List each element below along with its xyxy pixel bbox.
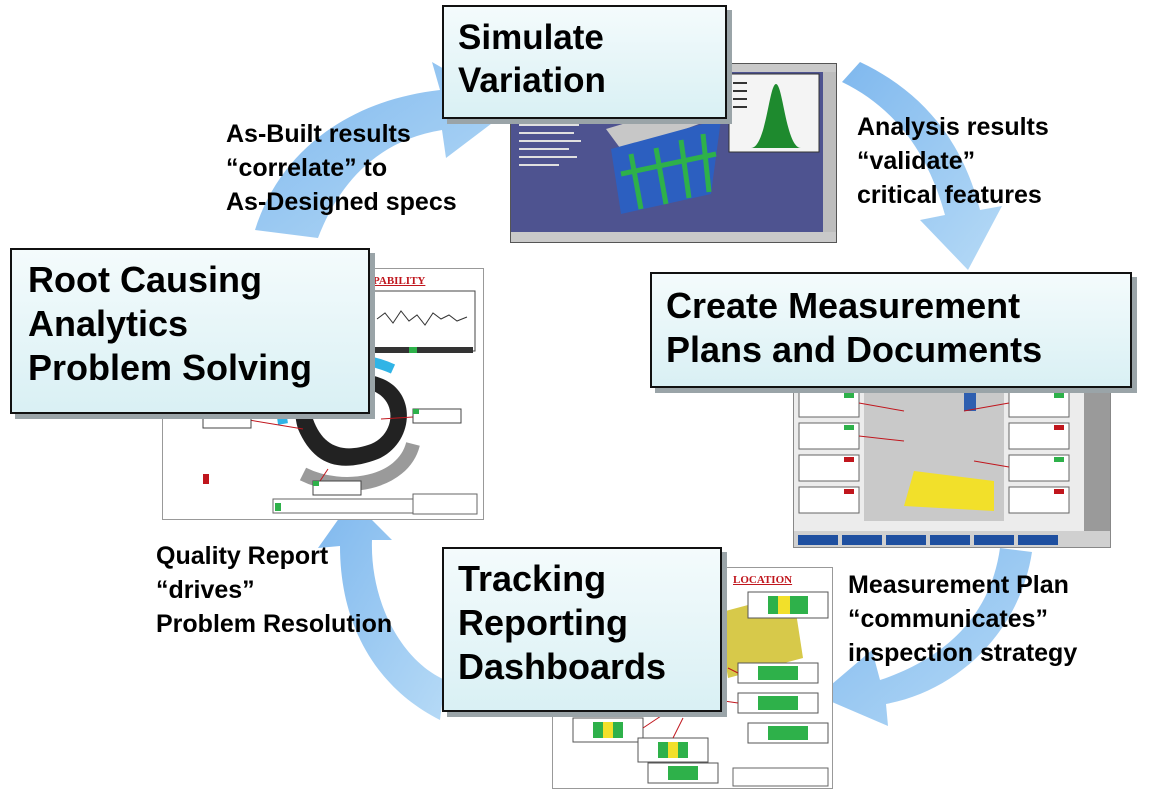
stage-root-line-1: Root Causing <box>28 259 262 300</box>
stage-tracking-reporting: Tracking Reporting Dashboards <box>442 547 722 712</box>
note-analysis-validate: Analysis results “validate” critical fea… <box>857 110 1049 212</box>
stage-create-measurement-plans: Create Measurement Plans and Documents <box>650 272 1132 388</box>
note-quality-line-3: Problem Resolution <box>156 610 393 638</box>
note-analysis-line-1: Analysis results <box>857 113 1049 141</box>
note-as-built-correlate: As-Built results “correlate” to As-Desig… <box>226 117 457 219</box>
stage-simulate-line-1: Simulate <box>458 18 604 57</box>
measurement-plan-screenshot <box>793 380 1111 548</box>
note-measurement-line-1: Measurement Plan <box>848 571 1069 599</box>
capability-title: PABILITY <box>373 275 426 287</box>
stage-tracking-line-3: Dashboards <box>458 645 667 687</box>
stage-create-line-1: Create Measurement <box>666 285 1021 326</box>
stage-root-line-2: Analytics <box>28 302 189 344</box>
arrow-measurement <box>818 548 1032 726</box>
stage-simulate-variation: Simulate Variation <box>442 5 727 119</box>
note-as-built-line-2: “correlate” to <box>226 154 388 182</box>
stage-create-line-2: Plans and Documents <box>666 328 1043 370</box>
note-quality-line-2: “drives” <box>156 576 255 604</box>
arrow-quality <box>318 500 445 720</box>
note-analysis-line-2: “validate” <box>857 147 976 175</box>
note-measurement-line-3: inspection strategy <box>848 639 1078 667</box>
stage-root-causing: Root Causing Analytics Problem Solving <box>10 248 370 414</box>
stage-tracking-line-1: Tracking <box>458 558 607 599</box>
note-measurement-line-2: “communicates” <box>848 605 1049 633</box>
note-quality-drives: Quality Report “drives” Problem Resoluti… <box>156 539 392 641</box>
arrow-analysis <box>842 62 1002 270</box>
note-quality-line-1: Quality Report <box>156 542 329 570</box>
note-analysis-line-3: critical features <box>857 181 1042 209</box>
stage-tracking-line-2: Reporting <box>458 601 628 643</box>
note-as-built-line-3: As-Designed specs <box>226 188 457 216</box>
note-as-built-line-1: As-Built results <box>226 120 411 148</box>
stage-simulate-line-2: Variation <box>458 60 606 100</box>
stage-root-line-3: Problem Solving <box>28 346 313 388</box>
location-title: LOCATION <box>733 574 793 586</box>
note-measurement-communicates: Measurement Plan “communicates” inspecti… <box>848 568 1077 670</box>
